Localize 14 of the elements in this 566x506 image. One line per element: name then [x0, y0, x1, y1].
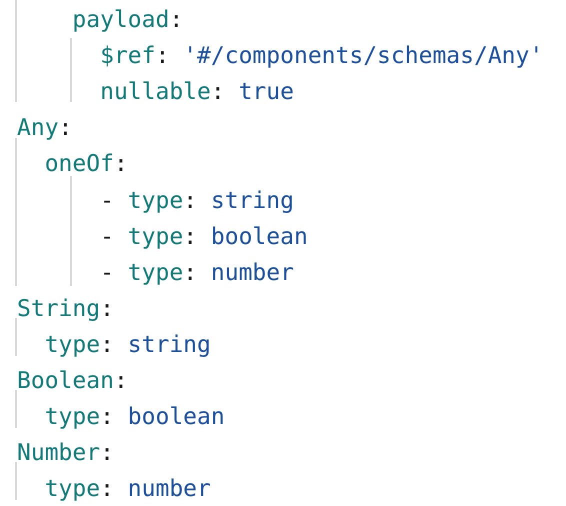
code-line: nullable: true: [100, 78, 294, 106]
code-line: payload:: [72, 6, 184, 34]
code-line: type: string: [44, 330, 211, 359]
code-line: oneOf:: [44, 150, 128, 178]
code-line: type: boolean: [44, 403, 225, 432]
code-line: type: number: [44, 475, 211, 504]
code-line: $ref: '#/components/schemas/Any': [100, 42, 544, 70]
code-line: String:: [17, 294, 114, 323]
code-line: - type: number: [100, 258, 294, 287]
code-line: Any:: [17, 114, 72, 142]
code-line: Boolean:: [17, 367, 128, 395]
code-line: - type: string: [100, 186, 294, 214]
code-line: Number:: [17, 439, 114, 468]
code-line: - type: boolean: [100, 222, 308, 251]
